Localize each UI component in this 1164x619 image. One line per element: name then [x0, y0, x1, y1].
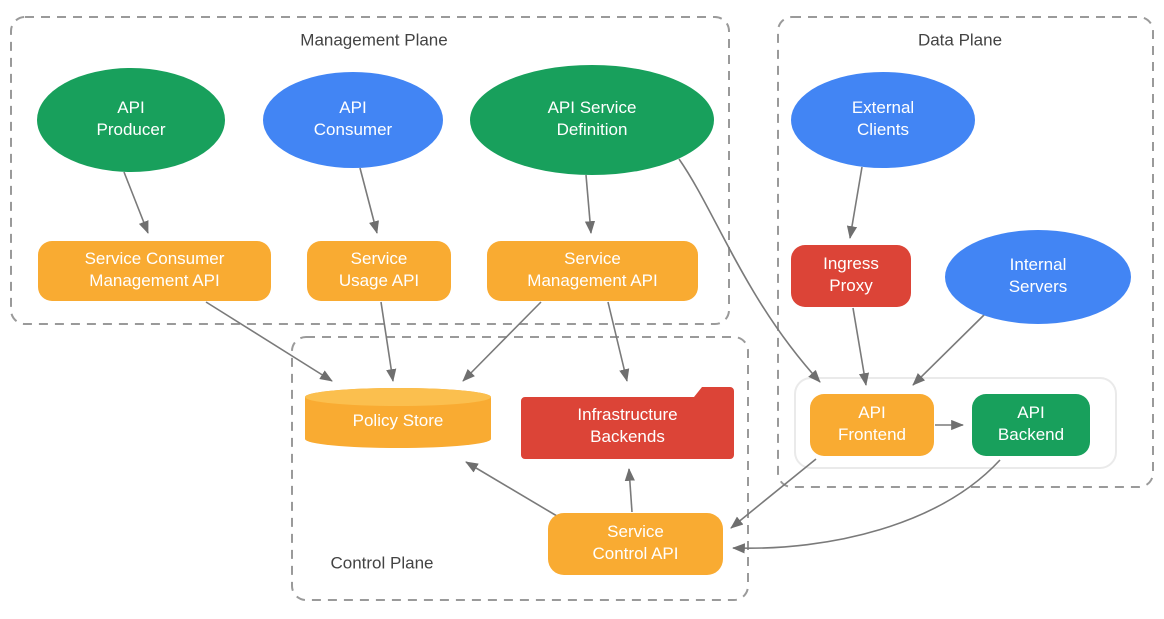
api-consumer-shape[interactable] [263, 72, 443, 168]
api-producer-shape[interactable] [37, 68, 225, 172]
internal-servers-shape[interactable] [945, 230, 1131, 324]
plane-data-plane: Data Plane [777, 16, 1154, 488]
edge-consumer-to-usage [359, 167, 379, 234]
control-plane-label: Control Plane [330, 553, 433, 572]
data-plane-label: Data Plane [918, 30, 1002, 49]
edge-ingress-to-frontend [852, 307, 870, 386]
edge-external-clients-to-ingress [846, 166, 863, 239]
edge-control-to-infra [624, 468, 635, 513]
api-service-definition-shape[interactable] [470, 65, 714, 175]
infrastructure-backends-shape[interactable] [521, 387, 734, 459]
plane-management-plane: Management Plane [10, 16, 730, 325]
plane-control-plane: Control Plane [291, 336, 749, 601]
edge-backend-to-control [732, 459, 1001, 554]
policy-store-top-cap [305, 388, 491, 406]
edge-frontend-to-control [730, 458, 817, 529]
management-plane-boundary [10, 16, 730, 325]
edge-definition-to-mgmt [584, 174, 596, 234]
external-clients-shape[interactable] [791, 72, 975, 168]
edge-control-to-policy [465, 461, 563, 520]
management-plane-label: Management Plane [300, 30, 447, 49]
edges [123, 158, 1001, 554]
service-consumer-management-api-shape[interactable] [38, 241, 271, 301]
edge-definition-to-frontend [678, 158, 821, 383]
api-frontend-shape[interactable] [810, 394, 934, 456]
service-control-api-shape[interactable] [548, 513, 723, 575]
edge-consumer-mgmt-to-policy [205, 301, 333, 382]
edge-internal-servers-to-frontend [912, 313, 986, 386]
control-plane-boundary [291, 336, 749, 601]
service-management-api-shape[interactable] [487, 241, 698, 301]
api-backend-shape[interactable] [972, 394, 1090, 456]
edge-service-mgmt-to-policy [462, 301, 542, 382]
edge-service-mgmt-to-infra [607, 301, 630, 382]
edge-usage-to-policy [380, 301, 397, 382]
service-usage-api-shape[interactable] [307, 241, 451, 301]
edge-producer-to-consumer-mgmt [123, 171, 149, 234]
node-policy-store[interactable]: Policy Store [305, 388, 491, 448]
ingress-proxy-shape[interactable] [791, 245, 911, 307]
